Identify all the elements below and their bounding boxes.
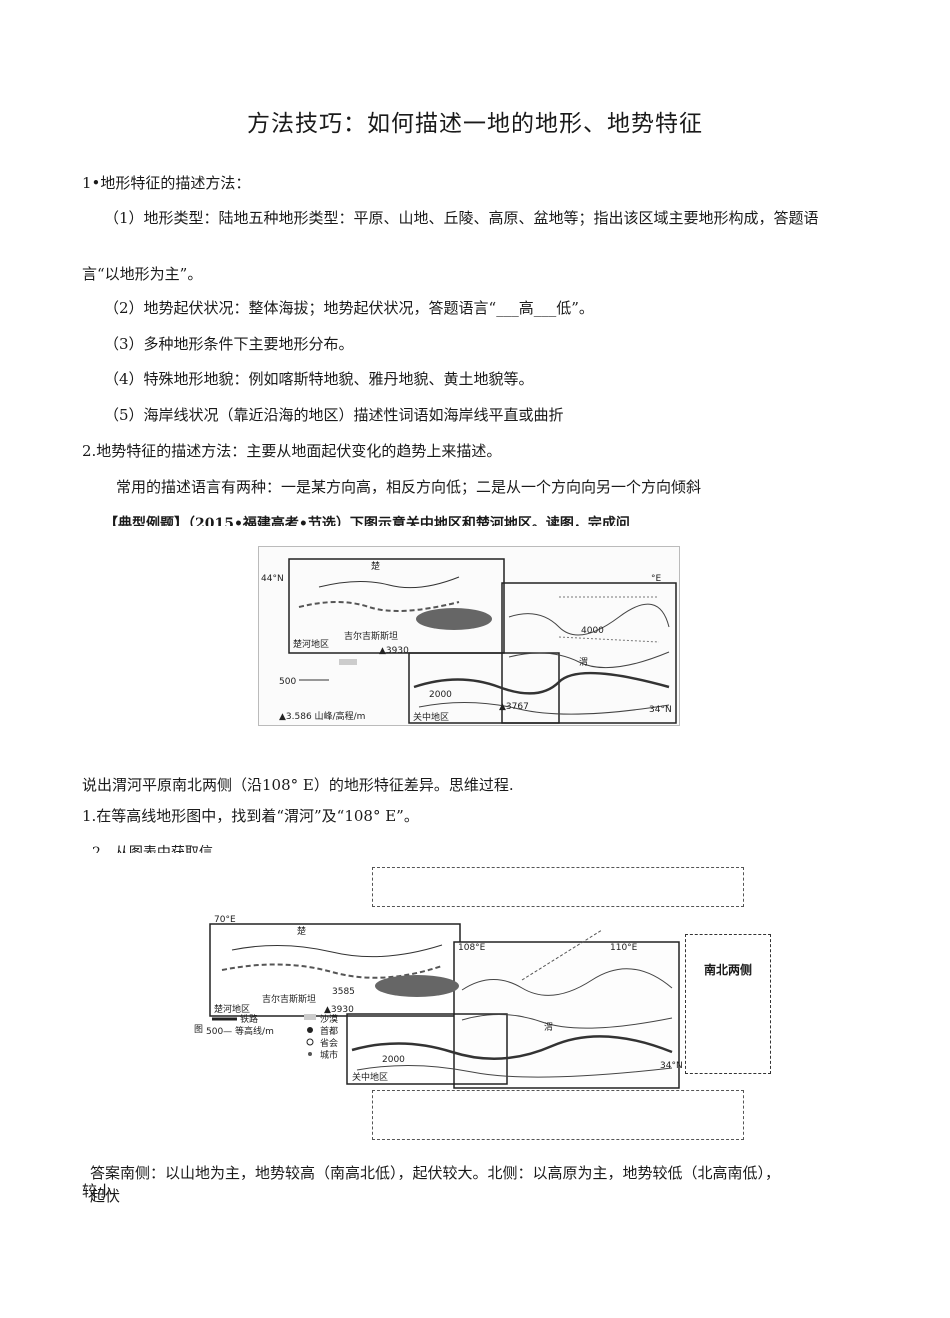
map2-peak2: 3585 <box>332 987 355 997</box>
map2-legend-rail: 铁路 <box>240 1013 258 1025</box>
map2-peak1: ▲3930 <box>324 1005 354 1015</box>
grid-lines <box>558 596 660 643</box>
map2-elev2: 2000 <box>382 1055 405 1065</box>
map1-lat-top: 44°N <box>261 574 284 584</box>
map1-lon-top: °E <box>651 574 662 584</box>
answer-line1: 答案南侧：以山地为主，地势较高（南高北低），起伏较大。北侧：以高原为主，地势较低… <box>90 1164 781 1182</box>
example-label-clipped: 【典型例题】（2015•福建高考•节选）下图示意关中地区和楚河地区。读图，完成问 <box>104 513 744 526</box>
question-text: 说出渭河平原南北两侧（沿108° E）的地形特征差异。思维过程. <box>82 776 514 794</box>
railway-line <box>298 601 460 612</box>
step1-text: 1.在等高线地形图中，找到着“渭河”及“108° E”。 <box>82 807 419 825</box>
river-line <box>318 576 460 589</box>
section1-heading: 1•地形特征的描述方法： <box>82 174 251 192</box>
map-figure-2: 70°E 108°E 110°E 34°N 楚河地区 关中地区 吉尔吉斯斯坦 楚… <box>192 910 686 1090</box>
item5-text: （5）海岸线状况（靠近沿海的地区）描述性词语如海岸线平直或曲折 <box>104 406 564 424</box>
map1-place1: 吉尔吉斯斯坦 <box>344 630 398 642</box>
map2-region-b: 关中地区 <box>352 1071 388 1083</box>
legend-city-symbol <box>308 1052 312 1056</box>
contour-1 <box>508 603 670 636</box>
map2-legend-sand: 沙漠 <box>320 1014 338 1025</box>
example-label: 【典型例题】（2015•福建高考•节选）下图示意关中地区和楚河地区。读图，完成问 <box>104 516 630 526</box>
map1-elev2: 2000 <box>429 690 452 700</box>
legend-provincial-symbol <box>306 1038 314 1046</box>
answer-line2-b: 起伏 <box>90 1187 121 1205</box>
river-line-2 <box>231 944 443 958</box>
wei-river <box>413 671 670 695</box>
map2-lat-bottom: 34°N <box>660 1061 683 1071</box>
item4-text: （4）特殊地形地貌：例如喀斯特地貌、雅丹地貌、黄土地貌等。 <box>104 370 534 388</box>
map2-legend-capital: 首都 <box>320 1025 338 1037</box>
item2-text: （2）地势起伏状况：整体海拔；地势起伏状况，答题语言“___高___低”。 <box>104 299 594 317</box>
map2-svg: 70°E 108°E 110°E 34°N 楚河地区 关中地区 吉尔吉斯斯坦 楚… <box>194 915 683 1089</box>
map-figure-1: 44°N °E 34°N 楚河地区 关中地区 吉尔吉斯斯坦 楚 ▲3930 ▲3… <box>258 546 680 726</box>
contour-2c <box>356 1064 673 1078</box>
contour-2a <box>461 968 673 996</box>
top-dashed-box <box>372 867 744 907</box>
map2-legend-city: 城市 <box>320 1049 338 1061</box>
map1-legend-peak: ▲3.586 山峰/高程/m <box>279 710 365 722</box>
map2-region-a: 楚河地区 <box>214 1003 250 1015</box>
guanzhong-lower-frame-2 <box>346 1013 508 1085</box>
map2-place2: 楚 <box>297 925 306 937</box>
item1-text-b: 言“以地形为主”。 <box>82 265 203 283</box>
chu-inset-frame <box>288 558 505 654</box>
lake-shape <box>416 608 492 630</box>
map2-lon-left: 70°E <box>214 915 236 925</box>
map2-river: 渭 <box>544 1022 553 1033</box>
map1-region-a: 楚河地区 <box>293 638 329 650</box>
map1-elev1: 4000 <box>581 626 604 636</box>
side-label: 南北两侧 <box>703 963 752 977</box>
map1-lat-bottom: 34°N <box>649 705 672 715</box>
map2-legend-prefix: 图 <box>194 1024 203 1035</box>
section2-heading: 2.地势特征的描述方法：主要从地面起伏变化的趋势上来描述。 <box>82 442 502 460</box>
guanzhong-lower-frame <box>408 652 560 724</box>
legend-sand-swatch-2 <box>304 1014 316 1020</box>
bottom-dashed-box <box>372 1090 744 1140</box>
chu-inset-frame-2 <box>209 923 461 1017</box>
legend-sand-swatch <box>339 659 357 665</box>
item3-text: （3）多种地形条件下主要地形分布。 <box>104 335 354 353</box>
pointer-line <box>521 929 603 981</box>
map1-region-b: 关中地区 <box>413 711 449 723</box>
railway-line-2 <box>221 963 443 979</box>
contour-2b <box>461 1014 673 1029</box>
lake-shape-2 <box>375 975 459 997</box>
map2-legend-provincial: 省会 <box>320 1037 338 1049</box>
map1-river: 渭 <box>579 657 588 668</box>
map1-place2: 楚 <box>371 560 380 572</box>
map2-lon-mid: 108°E <box>458 943 486 953</box>
step2-clipped: 2 从图表中获取信 <box>92 842 292 853</box>
side-label-box: 南北两侧 <box>685 934 771 1074</box>
step2-text: 2 从图表中获取信 <box>92 845 213 853</box>
map1-peak2: ▲3767 <box>499 702 529 712</box>
map1-svg: 44°N °E 34°N 楚河地区 关中地区 吉尔吉斯斯坦 楚 ▲3930 ▲3… <box>261 558 677 724</box>
answer-line2-a: 较小 <box>82 1182 113 1200</box>
section2-common: 常用的描述语言有两种：一是某方向高，相反方向低；二是从一个方向向另一个方向倾斜 <box>116 478 702 496</box>
map1-peak1: ▲3930 <box>379 646 409 656</box>
map2-place1: 吉尔吉斯斯坦 <box>262 993 316 1005</box>
map2-legend-contour: 500— 等高线/m <box>206 1025 274 1037</box>
page-title: 方法技巧：如何描述一地的地形、地势特征 <box>247 111 703 137</box>
contour-3 <box>418 701 670 715</box>
wei-river-2 <box>351 1035 673 1060</box>
item1-text-a: （1）地形类型：陆地五种地形类型：平原、山地、丘陵、高原、盆地等；指出该区域主要… <box>104 209 819 227</box>
map1-legend-contour: 500 <box>279 677 296 687</box>
legend-capital-symbol <box>307 1027 313 1033</box>
map2-lon-right: 110°E <box>610 943 638 953</box>
contour-2 <box>508 651 670 669</box>
